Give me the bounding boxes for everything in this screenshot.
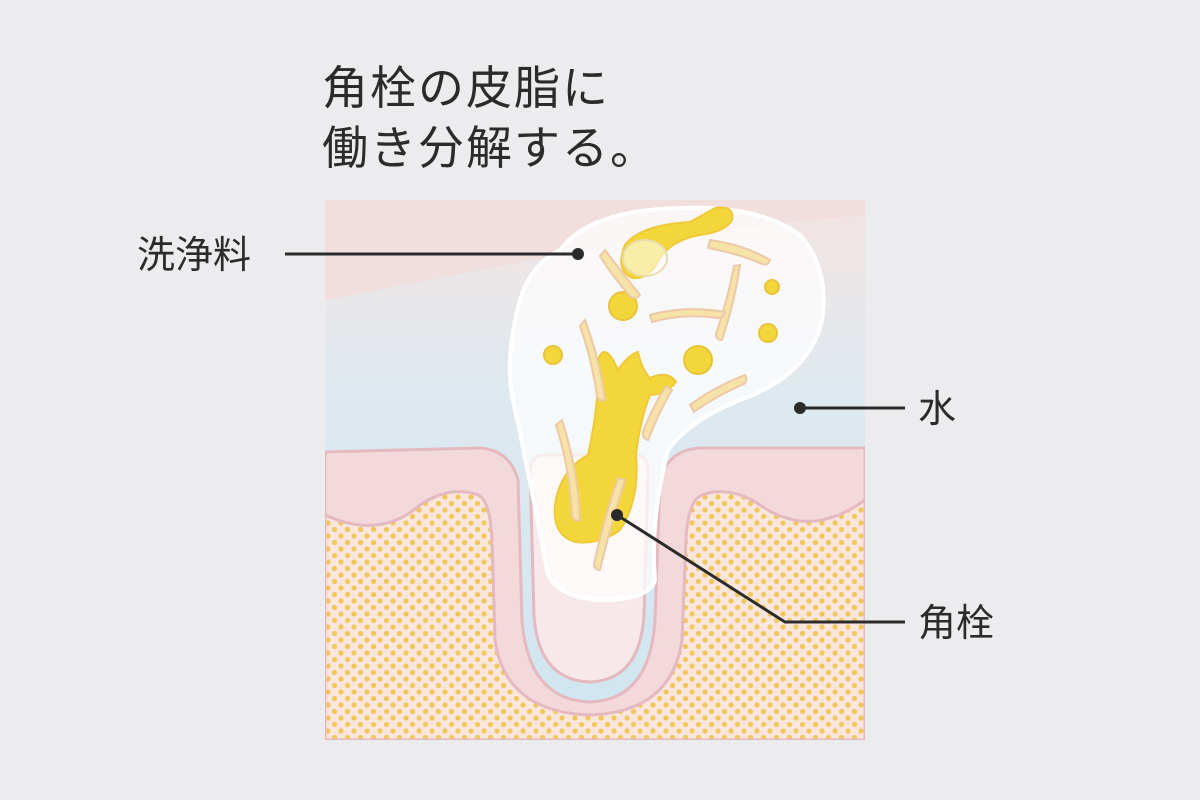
sebum-spheres xyxy=(543,279,780,375)
leader-dot-detergent xyxy=(572,248,584,260)
title-line-1: 角栓の皮脂に xyxy=(322,61,610,115)
dermis-dots xyxy=(325,490,865,740)
label-water: 水 xyxy=(918,387,957,431)
keratin-fragments xyxy=(554,238,772,572)
title-line-2: 働き分解する。 xyxy=(322,121,658,175)
label-plug: 角栓 xyxy=(918,601,995,645)
leader-lines xyxy=(285,248,905,624)
diagram-title: 角栓の皮脂に 働き分解する。 xyxy=(322,58,658,178)
leader-dot-water xyxy=(794,402,806,414)
leader-dot-plug xyxy=(611,509,623,521)
leader-line-plug xyxy=(616,513,905,624)
label-detergent: 洗浄料 xyxy=(137,233,252,277)
detergent-micelle xyxy=(622,239,668,277)
